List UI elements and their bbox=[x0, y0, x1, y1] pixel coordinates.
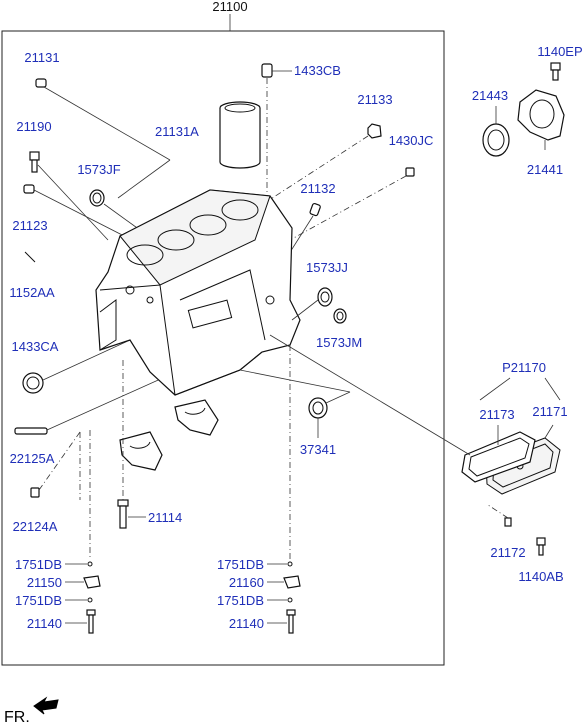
label-1433CA[interactable]: 1433CA bbox=[12, 339, 59, 354]
part-1140AB-bolt bbox=[536, 537, 546, 556]
part-21114-bolt bbox=[117, 360, 146, 529]
label-1433CB[interactable]: 1433CB bbox=[294, 63, 341, 78]
part-21131A-cylinder-liner bbox=[219, 101, 261, 169]
label-21173[interactable]: 21173 bbox=[479, 407, 514, 422]
label-1430JC[interactable]: 1430JC bbox=[389, 133, 434, 148]
label-21114[interactable]: 21114 bbox=[148, 510, 182, 525]
label-22124A[interactable]: 22124A bbox=[13, 519, 58, 534]
label-21443[interactable]: 21443 bbox=[472, 88, 508, 103]
label-1751DB-right-bottom[interactable]: 1751DB bbox=[217, 593, 264, 608]
part-1140EP-bolt bbox=[550, 62, 561, 81]
label-21131[interactable]: 21131 bbox=[24, 50, 59, 65]
label-21133[interactable]: 21133 bbox=[357, 92, 392, 107]
label-1140AB[interactable]: 1140AB bbox=[518, 569, 563, 584]
label-1751DB-left-top[interactable]: 1751DB bbox=[15, 557, 62, 572]
label-21171[interactable]: 21171 bbox=[532, 404, 567, 419]
part-21123-plug bbox=[23, 184, 129, 239]
label-21150[interactable]: 21150 bbox=[27, 575, 62, 590]
part-21172-dowel bbox=[487, 504, 512, 527]
part-P21170-cover-assembly bbox=[269, 334, 561, 495]
part-1573JM-seal bbox=[333, 308, 347, 324]
part-21133-cup-plug bbox=[259, 123, 382, 207]
label-21132[interactable]: 21132 bbox=[300, 181, 335, 196]
part-21131-plug bbox=[35, 78, 171, 199]
front-direction-label: FR. bbox=[4, 709, 30, 726]
part-left-oil-jet-group bbox=[65, 430, 101, 634]
label-21190[interactable]: 21190 bbox=[16, 119, 51, 134]
part-main-bearing-caps bbox=[119, 399, 219, 471]
label-22125A[interactable]: 22125A bbox=[10, 451, 55, 466]
label-21172[interactable]: 21172 bbox=[490, 545, 525, 560]
label-1573JF[interactable]: 1573JF bbox=[77, 162, 120, 177]
label-21160[interactable]: 21160 bbox=[229, 575, 264, 590]
part-21190-bolt bbox=[29, 151, 109, 241]
part-1152AA-pin bbox=[24, 251, 36, 263]
front-direction-arrow-icon bbox=[33, 696, 59, 715]
part-right-oil-jet-group bbox=[267, 345, 301, 634]
part-22124A-plug bbox=[30, 431, 81, 500]
label-1573JJ[interactable]: 1573JJ bbox=[306, 260, 348, 275]
label-21140-left[interactable]: 21140 bbox=[27, 616, 62, 631]
part-1573JF-seal bbox=[89, 189, 141, 231]
label-37341[interactable]: 37341 bbox=[300, 442, 336, 457]
label-21123[interactable]: 21123 bbox=[12, 218, 47, 233]
label-1751DB-right-top[interactable]: 1751DB bbox=[217, 557, 264, 572]
label-21140-right[interactable]: 21140 bbox=[229, 616, 264, 631]
part-21100-cylinder-block bbox=[95, 189, 301, 396]
label-21100[interactable]: 21100 bbox=[212, 0, 247, 14]
assembly-frame bbox=[1, 30, 445, 666]
part-1430JC-pin bbox=[289, 167, 415, 241]
label-1152AA[interactable]: 1152AA bbox=[9, 285, 55, 300]
label-21441[interactable]: 21441 bbox=[527, 162, 563, 177]
part-1433CA-seal bbox=[22, 339, 131, 394]
label-21131A[interactable]: 21131A bbox=[155, 124, 199, 139]
label-P21170[interactable]: P21170 bbox=[502, 360, 546, 375]
label-1573JM[interactable]: 1573JM bbox=[316, 335, 362, 350]
part-21443-oil-seal bbox=[482, 106, 510, 157]
part-1433CB-dowel bbox=[261, 63, 292, 200]
label-1751DB-left-bottom[interactable]: 1751DB bbox=[15, 593, 62, 608]
label-1140EP[interactable]: 1140EP bbox=[537, 44, 582, 59]
part-37341-seal bbox=[239, 369, 351, 438]
part-1573JJ-seal bbox=[291, 287, 333, 321]
part-21441-seal-housing bbox=[517, 89, 565, 150]
